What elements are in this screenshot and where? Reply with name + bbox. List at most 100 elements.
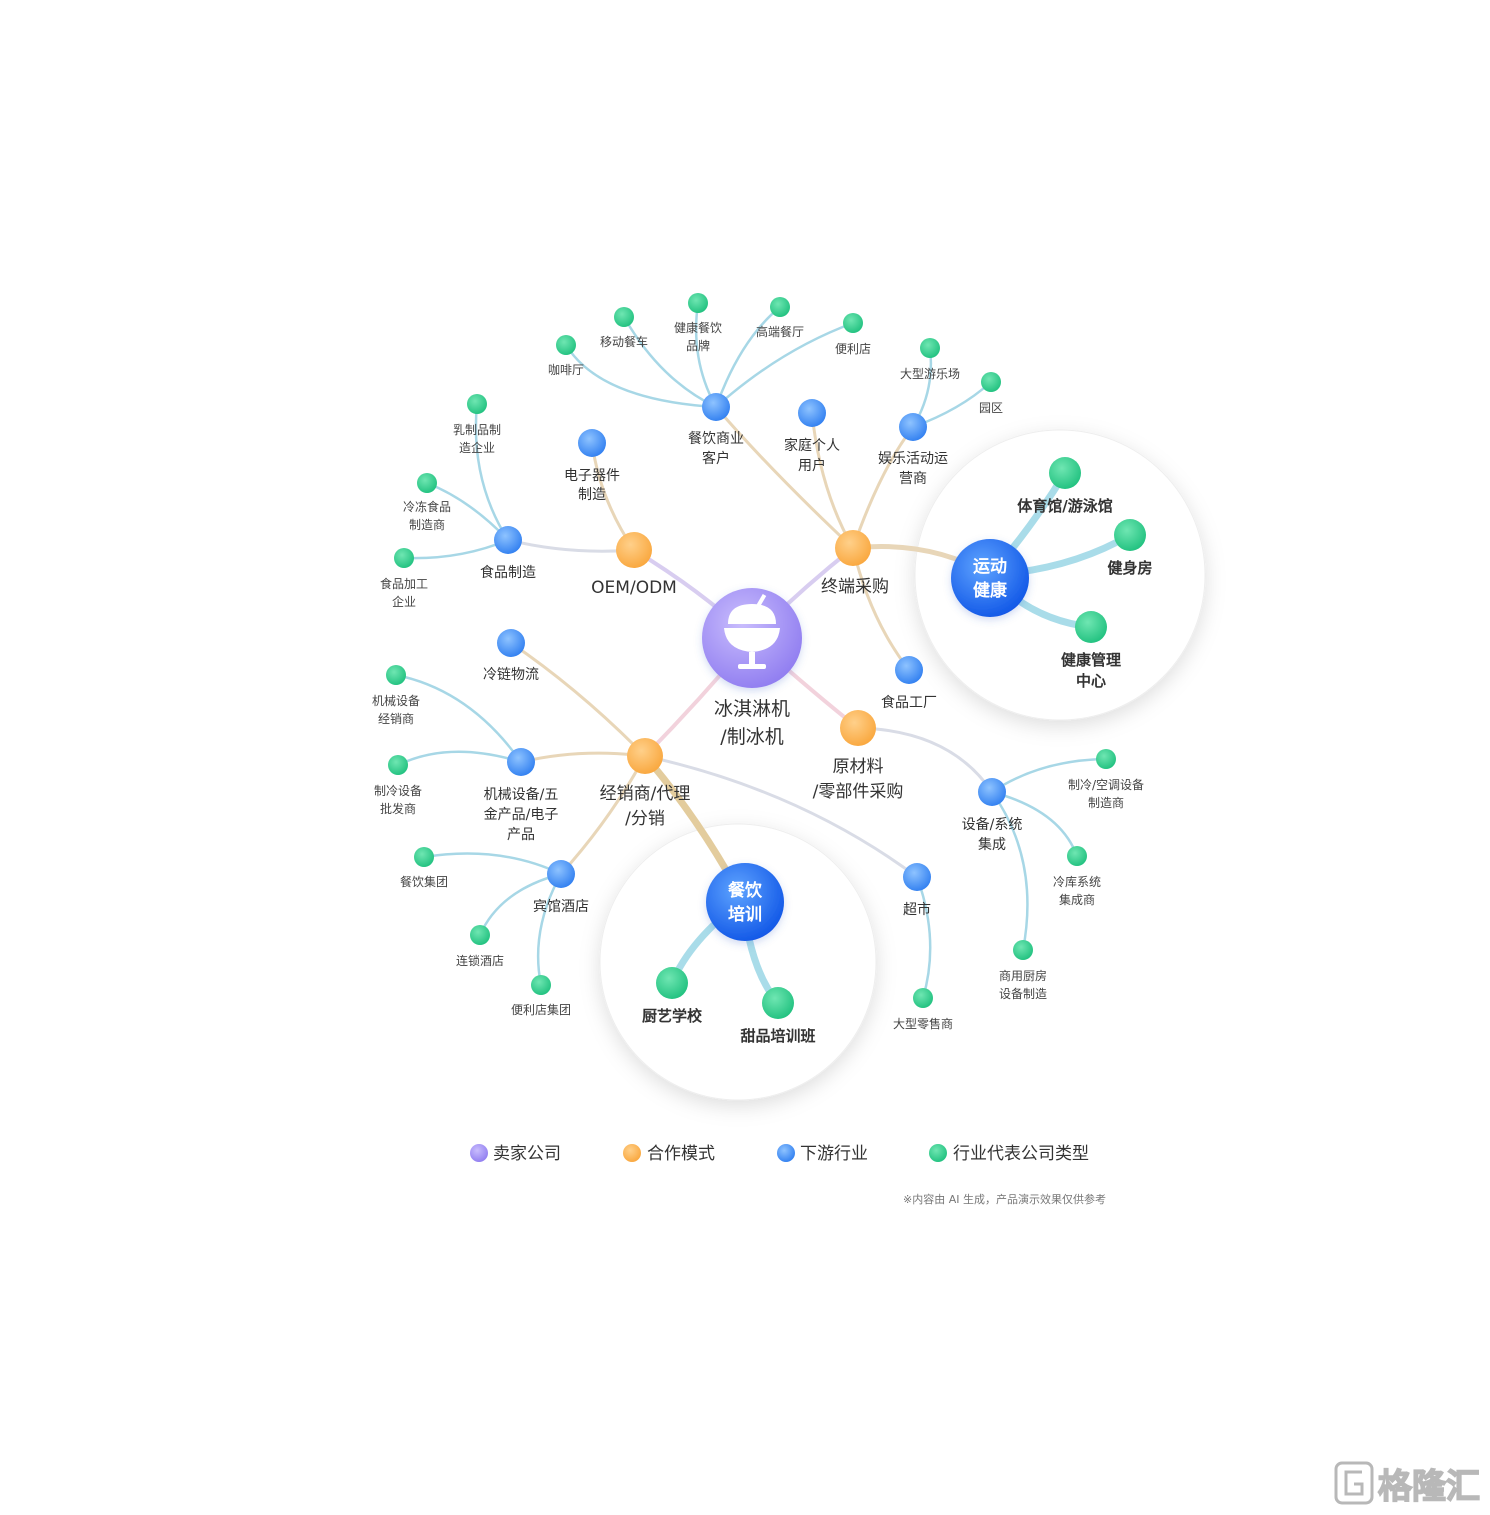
down-node-food-factory	[895, 656, 923, 684]
rep-label-convenience: 便利店	[835, 342, 871, 356]
rep-node-cold-storage	[1067, 846, 1087, 866]
training-label-cooking-school: 厨艺学校	[642, 1007, 703, 1025]
rep-label-catering-group: 餐饮集团	[400, 874, 448, 889]
rep-node-convenience	[843, 313, 863, 333]
down-label-hotel: 宾馆酒店	[533, 899, 589, 915]
rep-node-hvac-mfg	[1096, 749, 1116, 769]
rep-node-catering-group	[414, 847, 434, 867]
sports-label-gym-pool: 体育馆/游泳馆	[1017, 497, 1112, 515]
rep-label-food-truck: 移动餐车	[600, 334, 648, 349]
sports-title-line2: 健康	[973, 580, 1008, 601]
sports-node-gym	[1114, 519, 1146, 551]
sports-node-gym-pool	[1049, 457, 1081, 489]
down-label-entertainment-2: 营商	[899, 471, 927, 487]
down-label-machinery-1: 机械设备/五	[484, 786, 559, 803]
down-label-household-2: 用户	[798, 457, 826, 474]
rep-node-convenience-group	[531, 975, 551, 995]
rep-node-food-truck	[614, 307, 634, 327]
down-label-food-factory: 食品工厂	[881, 694, 937, 711]
rep-label-chain-hotel: 连锁酒店	[456, 953, 504, 968]
down-label-household-1: 家庭个人	[784, 437, 840, 454]
rep-node-high-end	[770, 297, 790, 317]
down-node-hotel	[547, 860, 575, 888]
legend-dot-cooperation	[623, 1144, 641, 1162]
center-label-line1: 冰淇淋机	[714, 698, 790, 720]
rep-label-convenience-group: 便利店集团	[511, 1002, 571, 1017]
ice-cream-cup-icon	[724, 593, 780, 669]
down-label-machinery-3: 产品	[507, 827, 535, 843]
rep-label-large-retail: 大型零售商	[893, 1016, 953, 1031]
rep-label-healthy-brand-1: 健康餐饮	[674, 320, 722, 335]
rep-label-cold-storage-1: 冷库系统	[1053, 874, 1101, 889]
training-node-cooking-school	[656, 967, 688, 999]
ai-disclaimer: ※内容由 AI 生成，产品演示效果仅供参考	[903, 1192, 1106, 1206]
legend-label-seller: 卖家公司	[493, 1144, 561, 1164]
down-label-electronics-2: 制造	[578, 487, 606, 503]
rep-node-park	[981, 372, 1001, 392]
rep-node-refrig-wholesale	[388, 755, 408, 775]
training-label-dessert-class: 甜品培训班	[740, 1027, 815, 1045]
training-title-node	[706, 863, 784, 941]
rep-label-refrig-wholesale-1: 制冷设备	[374, 784, 422, 798]
legend-label-representative: 行业代表公司类型	[953, 1144, 1089, 1164]
rep-node-kitchen-equipment	[1013, 940, 1033, 960]
down-label-electronics-1: 电子器件	[564, 468, 620, 484]
hub-label-terminal: 终端采购	[821, 577, 889, 597]
rep-label-food-processing-1: 食品加工	[380, 576, 428, 591]
rep-node-dairy	[467, 394, 487, 414]
rep-label-frozen-1: 冷冻食品	[403, 499, 451, 514]
hub-node-dealer	[627, 738, 663, 774]
down-label-catering-2: 客户	[702, 450, 730, 467]
legend: 卖家公司 合作模式 下游行业 行业代表公司类型	[470, 1144, 1089, 1164]
legend-dot-representative	[929, 1144, 947, 1162]
down-node-equipment	[978, 778, 1006, 806]
rep-label-high-end: 高端餐厅	[756, 324, 804, 339]
hub-label-oem: OEM/ODM	[591, 578, 677, 598]
down-node-food-mfg	[494, 526, 522, 554]
rep-node-healthy-brand	[688, 293, 708, 313]
hub-label-raw-line2: /零部件采购	[813, 782, 904, 802]
rep-label-hvac-mfg-2: 制造商	[1088, 795, 1124, 810]
sports-node-health-center	[1075, 611, 1107, 643]
rep-label-refrig-wholesale-2: 批发商	[380, 801, 416, 816]
down-label-equipment-1: 设备/系统	[962, 816, 1023, 833]
down-label-supermarket: 超市	[903, 901, 931, 918]
rep-label-machinery-dealer-1: 机械设备	[372, 693, 420, 708]
down-label-entertainment-1: 娱乐活动运	[878, 451, 948, 467]
rep-node-frozen	[417, 473, 437, 493]
center-label-line2: /制冰机	[720, 726, 783, 748]
catering-training-highlight-circle	[599, 823, 877, 1101]
rep-label-dairy-1: 乳制品制	[453, 423, 501, 437]
legend-dot-downstream	[777, 1144, 795, 1162]
rep-node-machinery-dealer	[386, 665, 406, 685]
hub-node-terminal	[835, 530, 871, 566]
down-node-electronics	[578, 429, 606, 457]
down-node-cold-chain	[497, 629, 525, 657]
rep-label-cold-storage-2: 集成商	[1059, 892, 1095, 907]
sports-label-health-center-1: 健康管理	[1061, 651, 1121, 669]
rep-label-dairy-2: 造企业	[459, 440, 495, 455]
legend-label-cooperation: 合作模式	[647, 1144, 715, 1164]
watermark-text: 格隆汇	[1378, 1467, 1480, 1507]
legend-dot-seller	[470, 1144, 488, 1162]
rep-label-healthy-brand-2: 品牌	[686, 339, 710, 353]
down-label-food-mfg: 食品制造	[480, 564, 536, 581]
down-node-machinery	[507, 748, 535, 776]
training-title-line1: 餐饮	[728, 880, 763, 901]
rep-label-amusement-park: 大型游乐场	[900, 367, 960, 381]
watermark: 格隆汇	[1334, 1461, 1481, 1508]
down-node-supermarket	[903, 863, 931, 891]
down-label-catering-1: 餐饮商业	[688, 431, 744, 447]
rep-node-food-processing	[394, 548, 414, 568]
rep-node-amusement-park	[920, 338, 940, 358]
sports-title-node	[951, 539, 1029, 617]
hub-node-oem	[616, 532, 652, 568]
sports-label-health-center-2: 中心	[1076, 672, 1106, 690]
rep-node-cafe	[556, 335, 576, 355]
rep-label-kitchen-equipment-1: 商用厨房	[999, 968, 1047, 983]
rep-label-kitchen-equipment-2: 设备制造	[999, 987, 1047, 1001]
rep-label-hvac-mfg-1: 制冷/空调设备	[1068, 778, 1144, 792]
rep-label-machinery-dealer-2: 经销商	[378, 711, 414, 726]
down-label-machinery-2: 金产品/电子	[484, 807, 559, 823]
